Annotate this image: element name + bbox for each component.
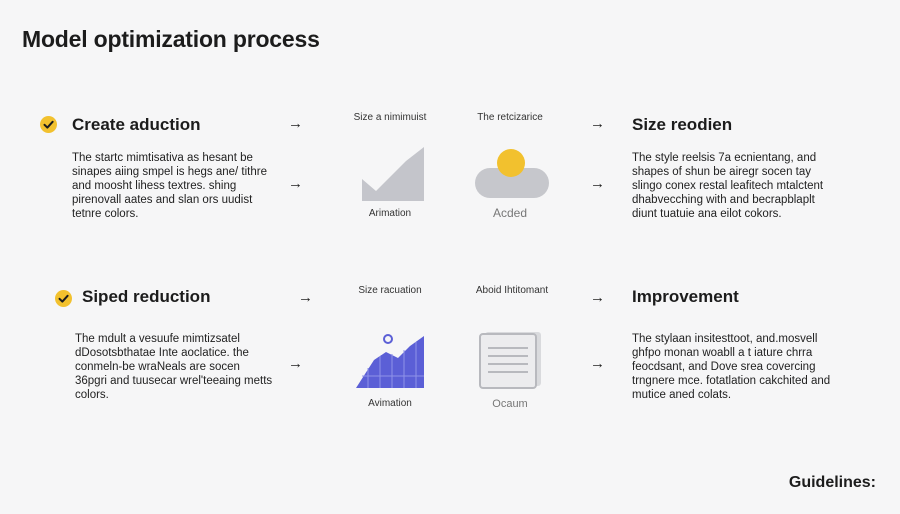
chart-mountain-icon <box>358 145 428 210</box>
step-heading: Improvement <box>632 287 739 306</box>
chart-bars-area-icon <box>352 330 428 397</box>
arrow-right-icon: → <box>298 289 313 306</box>
caption: Acded <box>492 206 528 220</box>
check-circle-icon <box>55 290 72 307</box>
arrow-right-icon: → <box>288 355 303 372</box>
caption: Arimation <box>368 208 412 219</box>
caption: Size a nimimuist <box>353 112 427 123</box>
step-description: The stylaan insitesttoot, and.mosvell gh… <box>632 333 831 401</box>
sun-cloud-icon <box>470 145 554 212</box>
step-heading: Siped reduction <box>82 287 211 306</box>
document-window-icon <box>478 330 544 397</box>
step-heading: Create aduction <box>72 115 201 134</box>
caption: Ocaum <box>492 398 528 410</box>
arrow-right-icon: → <box>590 355 605 372</box>
arrow-right-icon: → <box>590 175 605 192</box>
arrow-right-icon: → <box>288 115 303 132</box>
caption: Aboid Ihtitomant <box>475 285 549 296</box>
page-title: Model optimization process <box>22 26 320 52</box>
step-description: The mdult a vesuufe mimtizsatel dDosotsb… <box>75 333 273 401</box>
caption: Size racuation <box>358 285 422 296</box>
step-heading: Size reodien <box>632 115 733 134</box>
arrow-right-icon: → <box>590 289 605 306</box>
arrow-right-icon: → <box>288 175 303 192</box>
footer-label: Guidelines: <box>788 474 876 491</box>
caption: Avimation <box>368 398 412 409</box>
arrow-right-icon: → <box>590 115 605 132</box>
step-description: The style reelsis 7a ecnientang, and sha… <box>632 152 824 220</box>
step-description: The startc mimtisativa as hesant be sina… <box>72 152 267 220</box>
caption: The retcizarice <box>477 112 543 123</box>
check-circle-icon <box>40 116 57 133</box>
